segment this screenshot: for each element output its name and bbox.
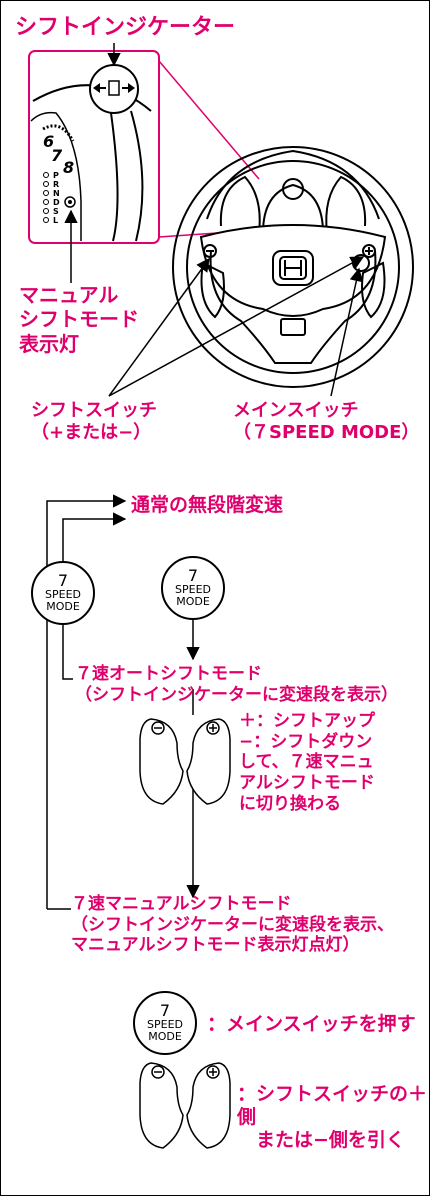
legend-speed-mode-button-icon: 7 SPEED MODE	[133, 991, 197, 1055]
badge-number: 7	[187, 566, 199, 585]
flow-lines	[46, 494, 200, 910]
paddle-icon-group	[139, 718, 231, 1149]
gear-letter-d: D	[53, 198, 60, 207]
paddle-minus-icon	[139, 718, 184, 805]
main-switch-arrow	[330, 267, 363, 397]
badge-line1: SPEED	[147, 1018, 183, 1031]
badge-line1: SPEED	[45, 588, 81, 601]
shift-switch-arrow-left	[108, 257, 210, 397]
badge-line2: MODE	[148, 1030, 182, 1043]
gear-letter-n: N	[53, 189, 60, 198]
steering-wheel	[172, 146, 414, 388]
manual-shift-mode-label: ７速マニュアルシフトモード （シフトインジケーターに変速段を表示、 マニュアルシ…	[71, 894, 394, 956]
gauge-inset	[28, 50, 160, 244]
legend-paddle-plus-icon	[186, 1062, 231, 1149]
speed-mode-button-icon: 7 SPEED MODE	[161, 556, 225, 620]
tach-numbers: 6 7 8	[43, 132, 74, 177]
gear-letter-group: P R N D S L	[53, 171, 60, 225]
speed-mode-button-icon: 7 SPEED MODE	[31, 561, 95, 625]
shift-switch-arrow-right	[108, 256, 365, 397]
badge-line2: MODE	[176, 595, 210, 608]
paddle-plus-icon	[186, 718, 231, 805]
tach-number-7: 7	[51, 146, 63, 165]
shift-switch-label: シフトスイッチ （+または−）	[31, 400, 157, 443]
gear-letter-l: L	[53, 216, 58, 225]
manual-mode-lamp-label: マニュアル シフトモード 表示灯	[19, 283, 139, 356]
badge-line2: MODE	[46, 600, 80, 613]
paddle-action-label: ＋：シフトアップ −：シフトダウン して、７速マニュ アルシフトモード に切り換…	[239, 711, 375, 814]
gear-letter-r: R	[53, 180, 59, 189]
tach-number-8: 8	[63, 158, 74, 177]
legend-press-main-switch: ：メインスイッチを押す	[207, 1013, 416, 1035]
tach-number-6: 6	[43, 132, 54, 151]
shift-indicator-label: シフトインジケーター	[15, 15, 236, 40]
gear-letter-s: S	[53, 207, 59, 216]
legend-paddle-minus-icon	[139, 1062, 184, 1149]
legend-pull-shift-switch: ：シフトスイッチの＋側 または−側を引く	[237, 1083, 428, 1152]
inset-leader	[158, 60, 260, 238]
badge-line1: SPEED	[175, 583, 211, 596]
normal-cvt-label: 通常の無段階変速	[131, 494, 284, 516]
auto-shift-mode-label: ７速オートシフトモード （シフトインジケーターに変速段を表示）	[75, 664, 398, 705]
main-switch-label: メインスイッチ （７SPEED MODE）	[233, 400, 420, 443]
gear-letter-p: P	[53, 171, 59, 180]
badge-number: 7	[159, 1001, 171, 1020]
badge-number: 7	[57, 571, 69, 590]
